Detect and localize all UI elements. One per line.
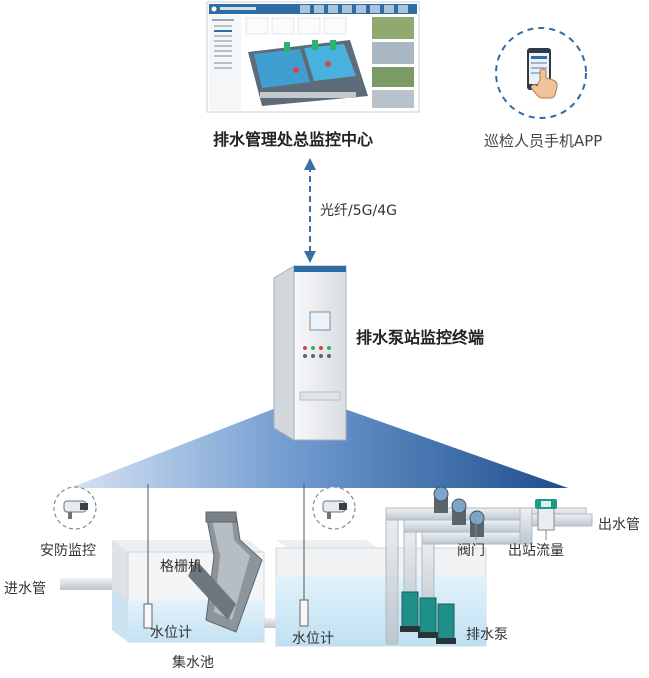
coverage-fan	[70, 408, 568, 488]
security-camera-right-icon	[312, 486, 356, 530]
smartphone-hand-icon	[495, 27, 587, 119]
grating-machine-label: 格栅机	[160, 559, 202, 575]
outflow-label: 出站流量	[508, 543, 564, 559]
control-cabinet-icon	[273, 265, 347, 441]
water-level-sensor-right-icon	[299, 599, 309, 627]
monitoring-center-label: 排水管理处总监控中心	[213, 130, 374, 149]
water-level-sensor-left-icon	[143, 603, 153, 629]
monitor-screen-icon	[206, 1, 420, 113]
station-terminal-label: 排水泵站监控终端	[356, 328, 485, 347]
flow-meter-icon	[535, 499, 557, 531]
pump-well	[275, 540, 487, 647]
gate-valve-icon	[433, 486, 485, 537]
water-pump-icon	[400, 591, 456, 644]
sump-label: 集水池	[172, 655, 214, 671]
inspector-app-label: 巡检人员手机APP	[484, 132, 603, 150]
drain-pump-label: 排水泵	[466, 627, 508, 643]
network-type-label: 光纤/5G/4G	[320, 203, 397, 219]
security-monitoring-label: 安防监控	[40, 543, 96, 559]
network-link-arrow	[304, 158, 316, 263]
water-level-left-label: 水位计	[150, 625, 192, 641]
connecting-pipe	[250, 618, 286, 628]
discharge-pipework	[385, 507, 593, 645]
security-camera-left-icon	[53, 486, 97, 530]
grating-machine-icon	[188, 511, 263, 633]
outlet-pipe-label: 出水管	[598, 517, 640, 533]
valve-label: 阀门	[457, 543, 485, 559]
inlet-pipe-label: 进水管	[4, 581, 46, 597]
water-level-right-label: 水位计	[292, 631, 334, 647]
